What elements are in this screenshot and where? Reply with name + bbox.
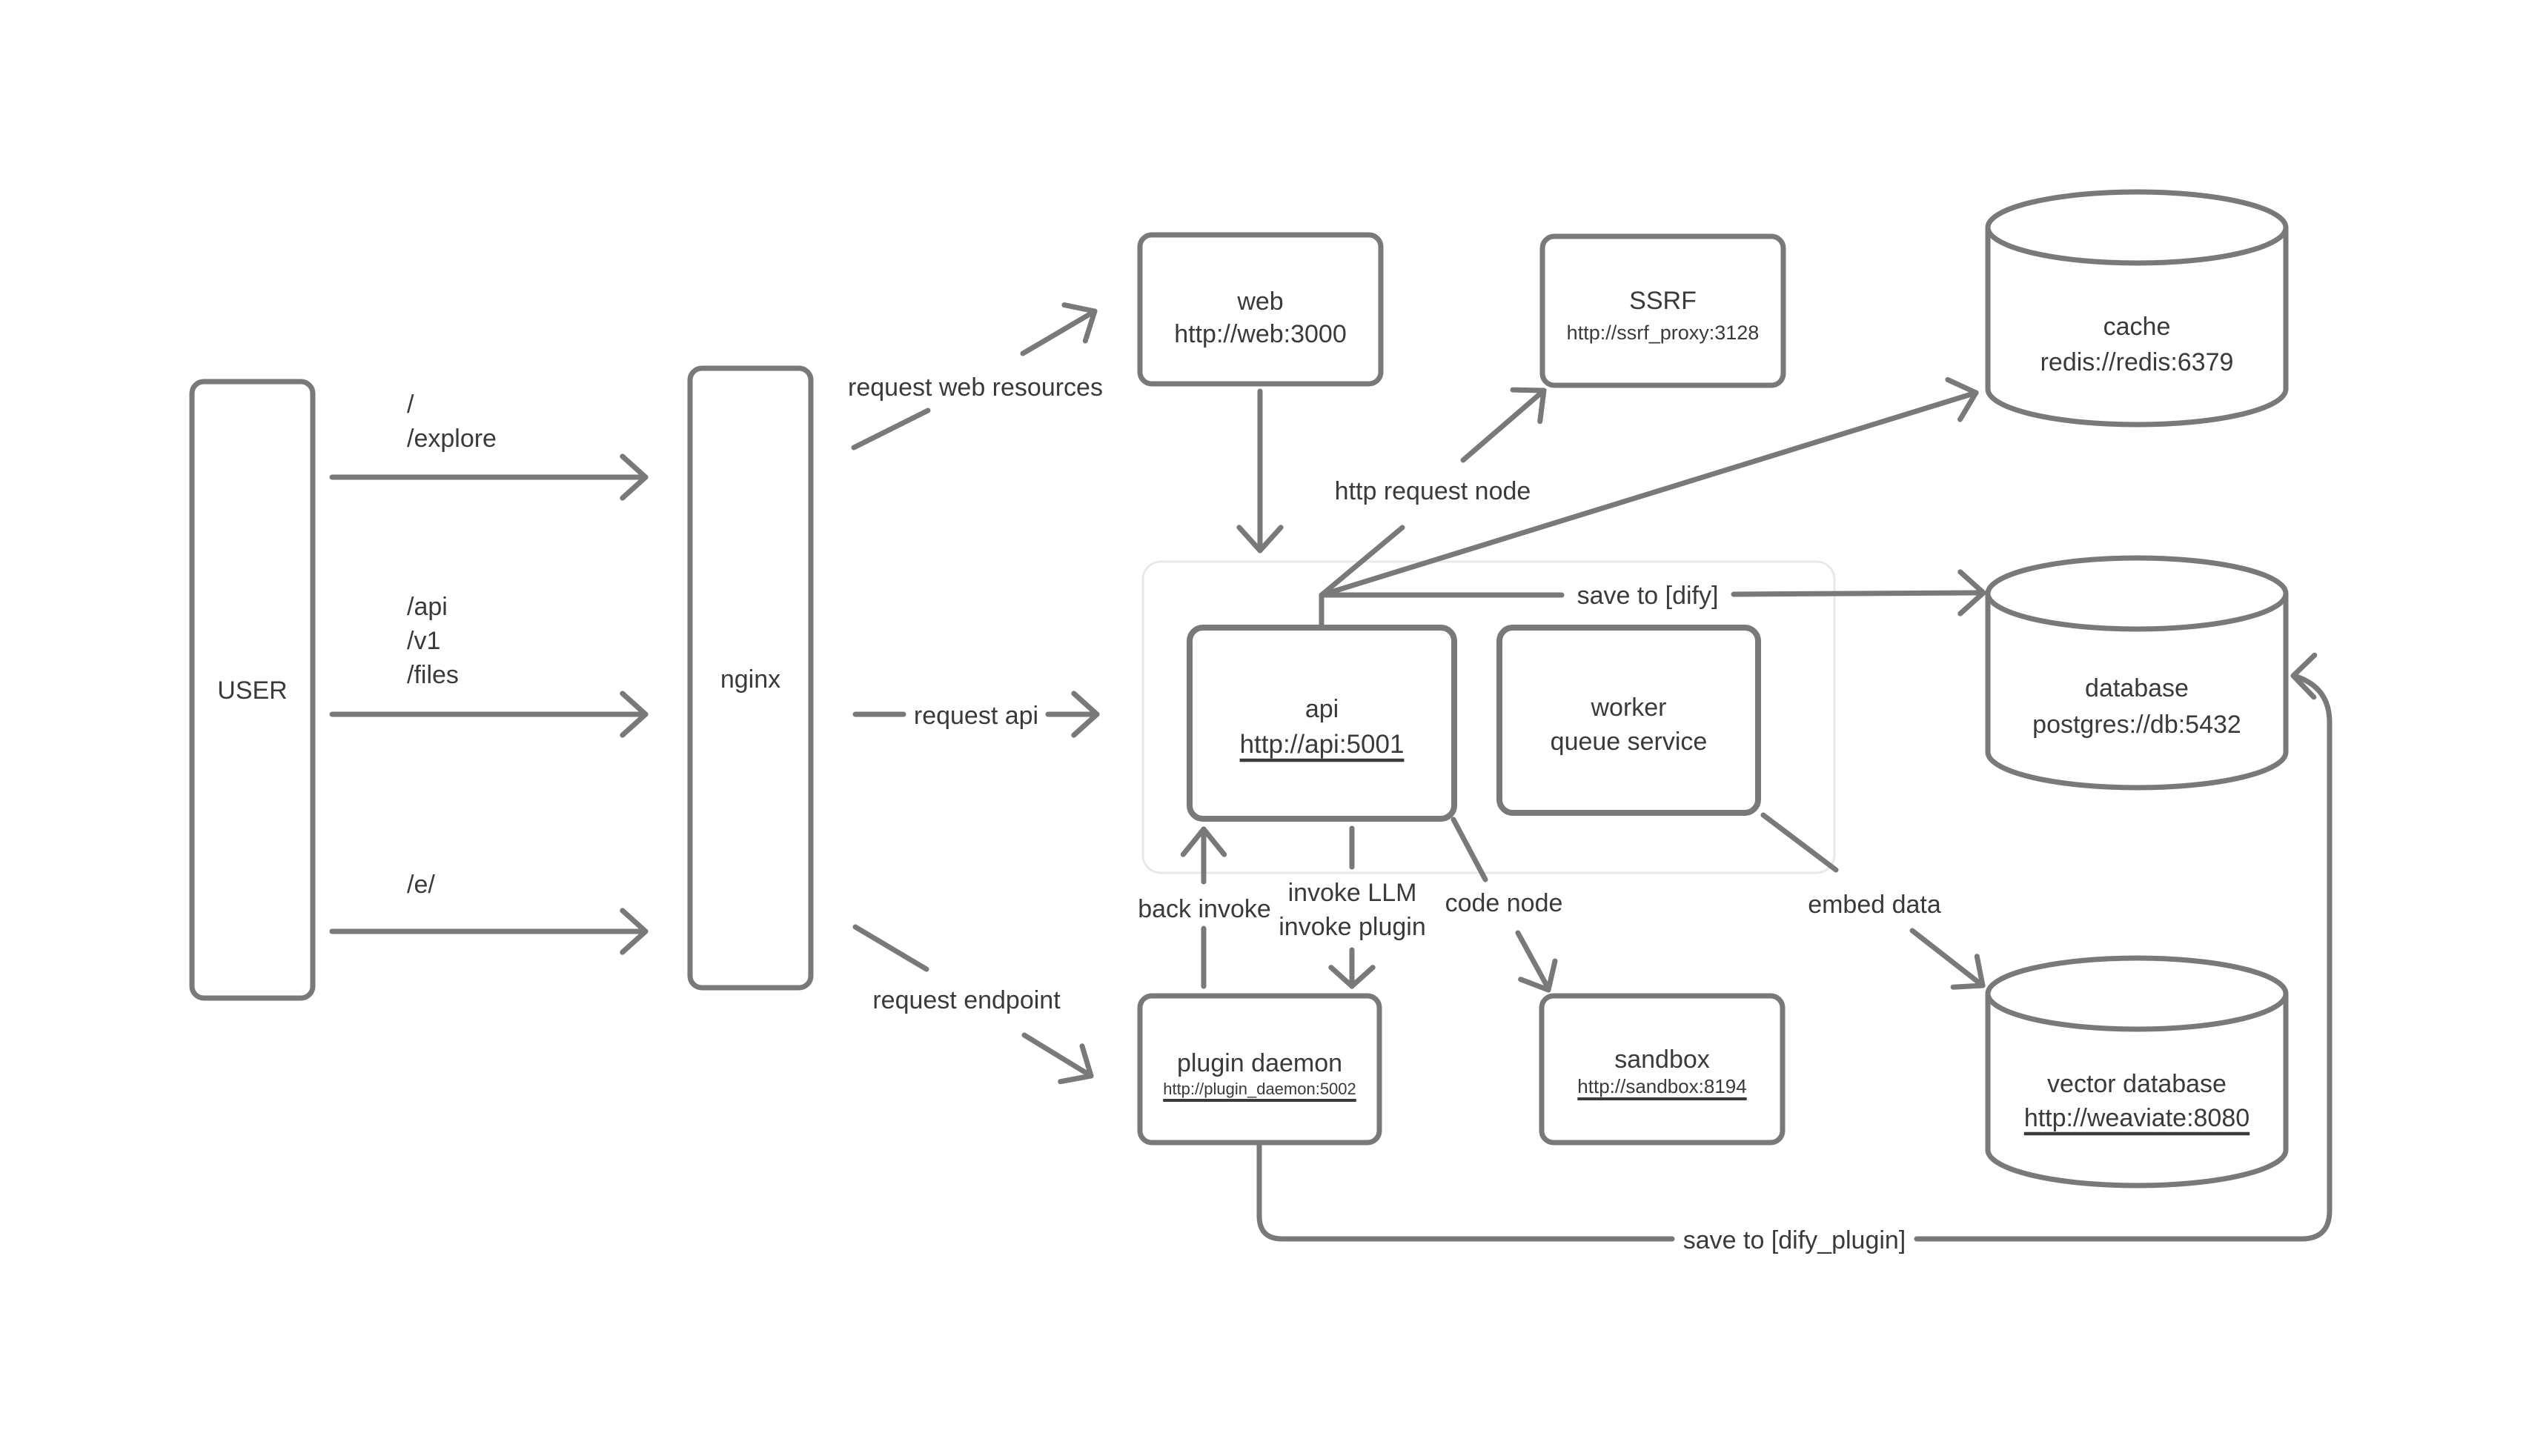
- svg-text:USER: USER: [217, 677, 287, 705]
- svg-text:SSRF: SSRF: [1629, 287, 1697, 315]
- svg-text:embed data: embed data: [1808, 891, 1941, 919]
- svg-text:/api: /api: [407, 593, 448, 621]
- svg-text:save to [dify]: save to [dify]: [1577, 582, 1719, 610]
- svg-text:vector database: vector database: [2047, 1070, 2227, 1098]
- svg-text:http request node: http request node: [1335, 477, 1531, 505]
- svg-text:request web resources: request web resources: [848, 373, 1103, 402]
- svg-text:request endpoint: request endpoint: [872, 986, 1061, 1014]
- svg-text:redis://redis:6379: redis://redis:6379: [2040, 348, 2234, 376]
- svg-text:plugin daemon: plugin daemon: [1177, 1049, 1342, 1077]
- svg-text:invoke plugin: invoke plugin: [1279, 913, 1425, 941]
- svg-text:worker: worker: [1590, 694, 1666, 722]
- svg-text:http://ssrf_proxy:3128: http://ssrf_proxy:3128: [1567, 322, 1760, 344]
- svg-text:http://weaviate:8080: http://weaviate:8080: [2024, 1104, 2250, 1132]
- svg-text:http://api:5001: http://api:5001: [1240, 730, 1405, 759]
- svg-text:invoke LLM: invoke LLM: [1288, 879, 1417, 907]
- svg-text:/explore: /explore: [407, 425, 497, 453]
- svg-text:request api: request api: [914, 702, 1038, 730]
- svg-text:postgres://db:5432: postgres://db:5432: [2032, 711, 2241, 739]
- svg-text:/files: /files: [407, 661, 459, 689]
- svg-text:queue service: queue service: [1551, 728, 1708, 756]
- svg-text:back invoke: back invoke: [1138, 895, 1271, 923]
- svg-text:/v1: /v1: [407, 627, 440, 655]
- svg-text:http://sandbox:8194: http://sandbox:8194: [1577, 1075, 1746, 1097]
- svg-text:save to [dify_plugin]: save to [dify_plugin]: [1683, 1226, 1906, 1254]
- svg-text:/: /: [407, 390, 414, 419]
- svg-text:http://plugin_daemon:5002: http://plugin_daemon:5002: [1163, 1080, 1356, 1098]
- svg-text:nginx: nginx: [720, 665, 780, 694]
- svg-text:api: api: [1305, 695, 1339, 723]
- svg-text:database: database: [2085, 674, 2189, 702]
- svg-text:code node: code node: [1445, 889, 1563, 917]
- svg-text:cache: cache: [2103, 313, 2171, 341]
- svg-text:/e/: /e/: [407, 871, 435, 899]
- svg-text:http://web:3000: http://web:3000: [1174, 320, 1347, 348]
- svg-text:sandbox: sandbox: [1614, 1046, 1710, 1074]
- svg-text:web: web: [1236, 287, 1283, 316]
